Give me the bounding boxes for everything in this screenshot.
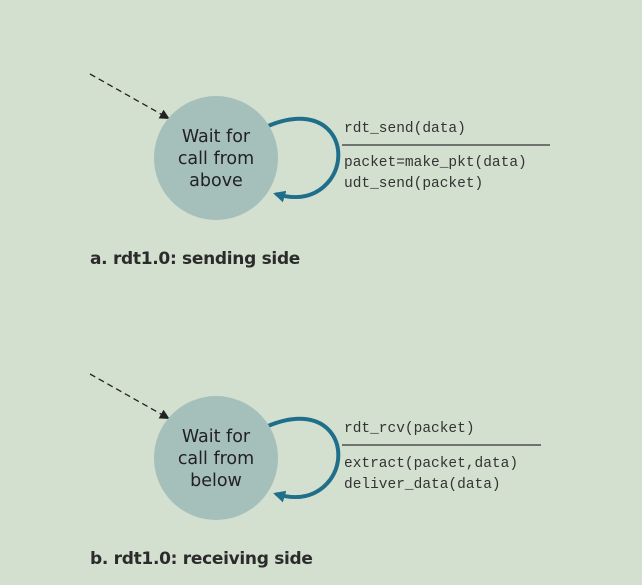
receiving-state-line-3: below: [190, 471, 242, 491]
receiving-event: rdt_rcv(packet): [344, 421, 475, 437]
sending-action-1: packet=make_pkt(data): [344, 155, 527, 171]
sending-fsm: [89, 73, 550, 220]
sending-state-line-1: Wait for: [181, 127, 251, 147]
receiving-fsm: [89, 373, 541, 520]
sending-state-line-2: call from: [177, 149, 255, 169]
sending-action-2: udt_send(packet): [344, 176, 484, 192]
sending-state-circle: [154, 96, 278, 220]
sending-event: rdt_send(data): [344, 121, 466, 137]
sending-caption: a. rdt1.0: sending side: [90, 249, 301, 269]
sending-self-loop-arrow: [267, 116, 341, 203]
receiving-state-line-1: Wait for: [181, 427, 251, 447]
receiving-initial-arrow: [89, 373, 170, 419]
receiving-state-line-2: call from: [177, 449, 255, 469]
receiving-action-2: deliver_data(data): [344, 477, 501, 493]
receiving-state-label: Wait for call from below: [154, 426, 278, 492]
sending-state-label: Wait for call from above: [154, 126, 278, 192]
receiving-caption: b. rdt1.0: receiving side: [90, 549, 313, 569]
sending-initial-arrow: [89, 73, 170, 119]
receiving-state-circle: [154, 396, 278, 520]
receiving-self-loop-arrow: [267, 416, 341, 503]
sending-state-line-3: above: [189, 171, 243, 191]
receiving-action-1: extract(packet,data): [344, 456, 519, 472]
